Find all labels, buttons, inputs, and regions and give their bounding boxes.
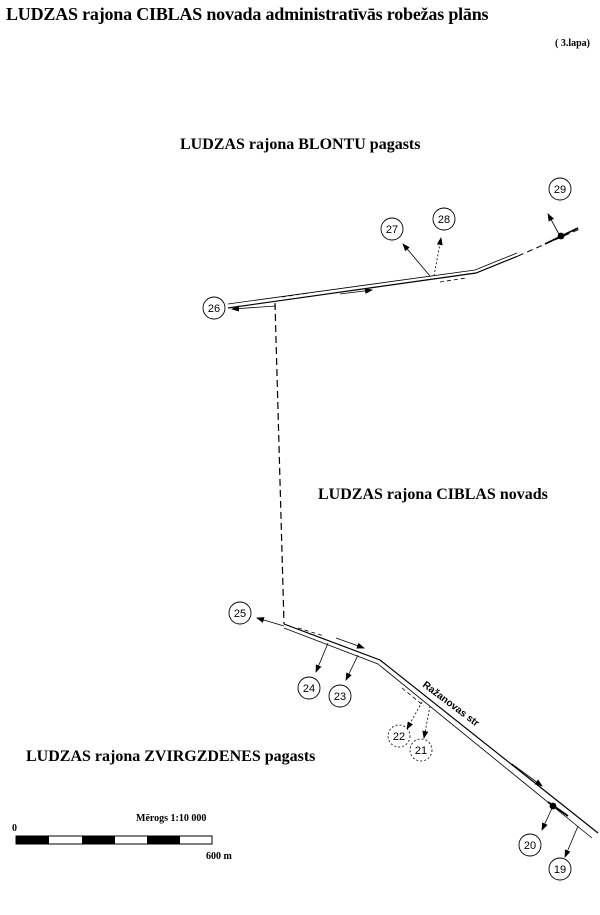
point-circle [518,833,542,857]
vertical-boundary-line [274,302,285,625]
point-circle [228,601,252,625]
scale-bar: Mērogs 1:10 000 0 600 m [12,813,233,862]
point-label: 19 [554,864,566,876]
point-label: 24 [303,683,315,695]
point-p22: 22 [387,724,411,748]
point-p25: 25 [228,601,252,625]
point-circle [387,724,411,748]
point-arrows [231,213,579,858]
sheet-number: ( 3.lapa) [555,38,590,49]
boundary-marker-20 [549,802,557,810]
scale-start-label: 0 [12,823,17,834]
point-circle [202,296,226,320]
point-circle [548,857,572,881]
point-p27: 27 [380,217,404,241]
point-p28: 28 [432,207,456,231]
point-label: 27 [386,224,398,236]
point-circle [380,217,404,241]
point-p19: 19 [548,857,572,881]
point-circle [409,738,433,762]
scale-title: Mērogs 1:10 000 [136,813,206,824]
street-label: Ražanovas str [420,680,481,730]
region-label-zvirgzdenes: LUDZAS rajona ZVIRGZDENES pagasts [26,748,316,765]
point-label: 26 [208,303,220,315]
scale-end-label: 600 m [206,851,233,862]
point-p21: 21 [409,738,433,762]
point-label: 23 [334,691,346,703]
point-label: 25 [234,608,246,620]
region-label-ciblas: LUDZAS rajona CIBLAS novads [318,486,548,503]
point-circle [328,684,352,708]
scale-segment [82,836,115,844]
point-p26: 26 [202,296,226,320]
upper-boundary-line [227,227,583,309]
point-p24: 24 [297,676,321,700]
point-label: 29 [554,184,566,196]
point-label: 28 [438,214,450,226]
point-circle [548,177,572,201]
point-label: 22 [393,731,405,743]
point-circle [297,676,321,700]
marker-29-tick [544,227,579,245]
scale-segment [147,836,180,844]
point-p20: 20 [518,833,542,857]
point-label: 21 [415,745,427,757]
point-p29: 29 [548,177,572,201]
lower-boundary-line [283,623,599,839]
point-circle [432,207,456,231]
region-label-blontu: LUDZAS rajona BLONTU pagasts [180,136,421,153]
scale-segment [16,836,49,844]
map-title: LUDZAS rajona CIBLAS novada administratī… [6,4,489,24]
point-label: 20 [524,840,536,852]
point-p23: 23 [328,684,352,708]
